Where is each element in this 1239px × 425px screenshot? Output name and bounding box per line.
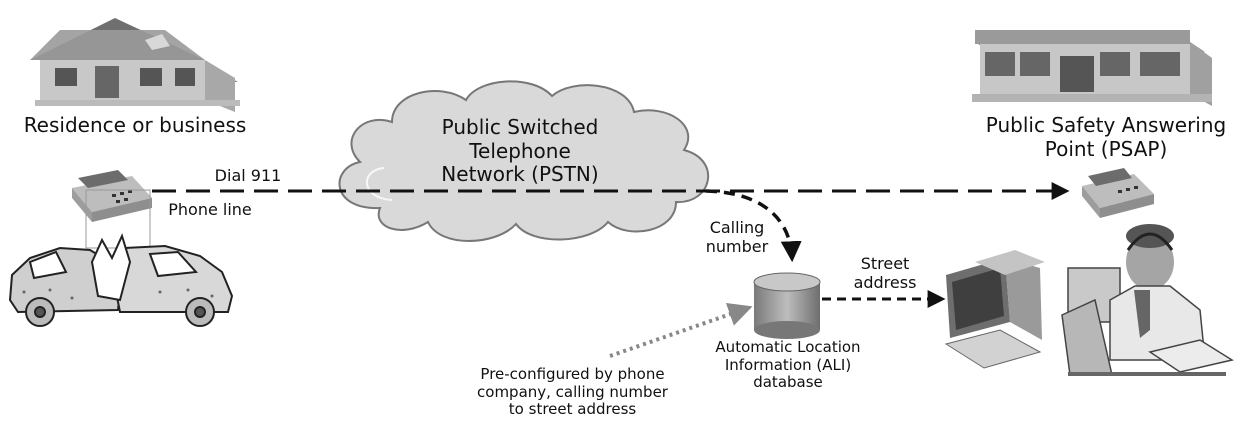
- house-icon: [30, 18, 240, 112]
- calling-number-label: Calling number: [705, 218, 769, 256]
- database-icon: [753, 272, 821, 339]
- building-icon: [972, 30, 1212, 106]
- car-crash-icon: [8, 233, 234, 327]
- pstn-label: Public Switched Telephone Network (PSTN): [441, 115, 599, 187]
- residence-label: Residence or business: [23, 113, 247, 137]
- psap-label: Public Safety Answering Point (PSAP): [985, 113, 1227, 161]
- cloud-icon: [338, 80, 710, 242]
- preconfig-label: Pre-configured by phone company, calling…: [477, 365, 668, 419]
- telephone-icon: [1082, 168, 1154, 218]
- ali-database-label: Automatic Location Information (ALI) dat…: [715, 338, 861, 392]
- preconfig-arrow: [609, 302, 753, 358]
- calling-number-arrow: [705, 189, 802, 263]
- telephone-icon: [72, 170, 152, 222]
- dispatcher-icon: [1061, 224, 1234, 376]
- computer-icon: [944, 250, 1045, 369]
- dial-911-label: Dial 911: [214, 166, 282, 185]
- street-address-label: Street address: [853, 254, 917, 292]
- phone-line-label: Phone line: [168, 200, 252, 219]
